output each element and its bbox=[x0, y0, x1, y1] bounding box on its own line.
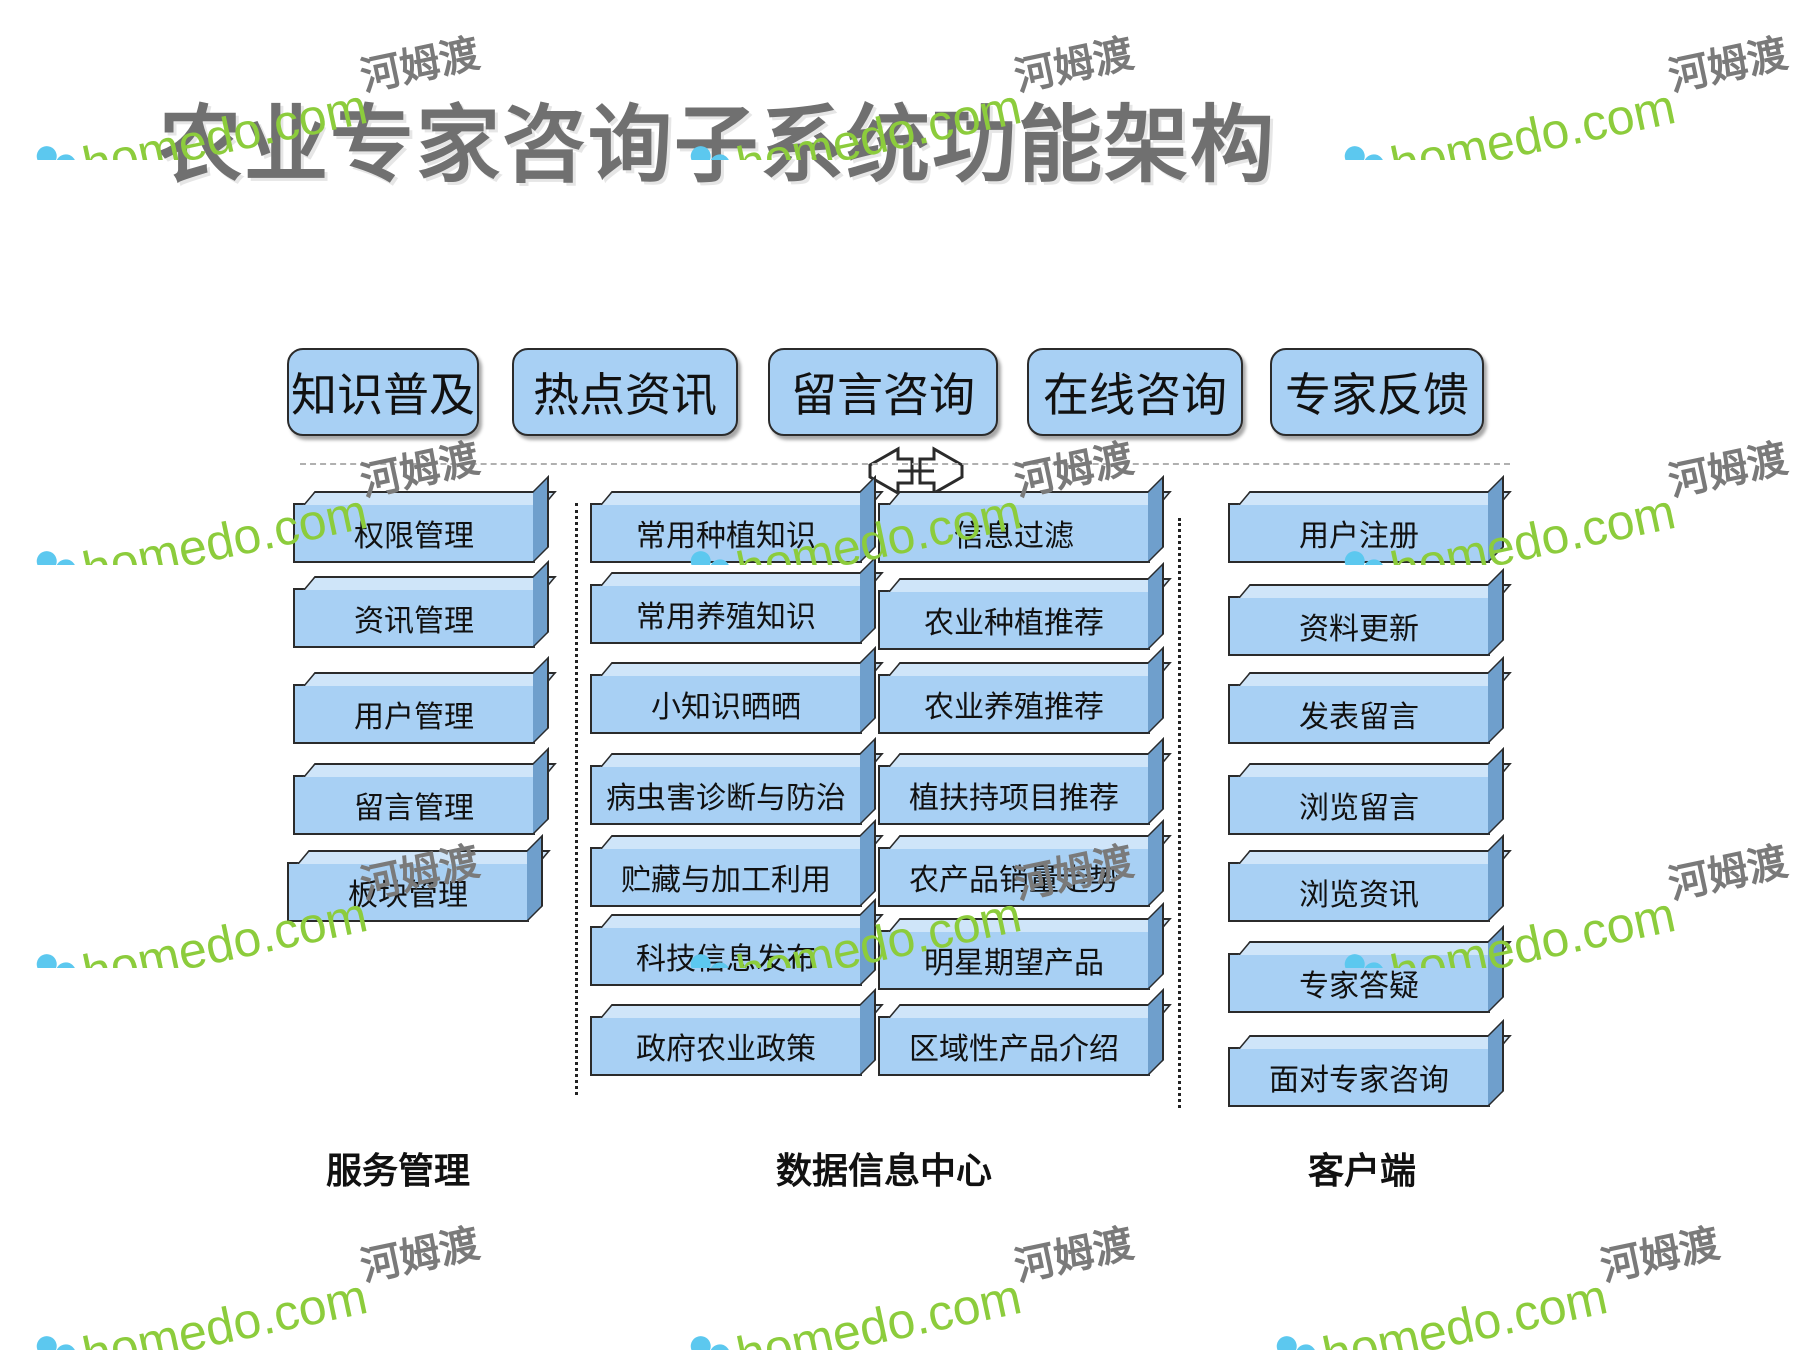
service-item-news: 资讯管理 bbox=[293, 588, 535, 648]
data-item-regional: 区域性产品介绍 bbox=[878, 1016, 1150, 1076]
data-item-breeding: 常用养殖知识 bbox=[590, 584, 862, 644]
page-title: 农业专家咨询子系统功能架构 bbox=[158, 96, 1277, 194]
data-item-tech: 科技信息发布 bbox=[590, 926, 862, 986]
divider-right bbox=[1178, 518, 1181, 1108]
client-item-browse-message: 浏览留言 bbox=[1228, 775, 1490, 835]
data-item-sales-trend: 农产品销量走势 bbox=[878, 847, 1150, 907]
flower-icon bbox=[1276, 1336, 1316, 1350]
client-item-face-expert: 面对专家咨询 bbox=[1228, 1047, 1490, 1107]
data-item-breed-rec: 农业养殖推荐 bbox=[878, 674, 1150, 734]
flower-icon bbox=[36, 551, 76, 565]
watermark: homedo.com 河姆渡 bbox=[1344, 31, 1792, 160]
column-label-data-center: 数据信息中心 bbox=[776, 1151, 993, 1192]
module-message-consult: 留言咨询 bbox=[768, 348, 998, 436]
client-item-profile: 资料更新 bbox=[1228, 596, 1490, 656]
service-item-message: 留言管理 bbox=[293, 775, 535, 835]
divider-left bbox=[575, 503, 578, 1095]
data-item-storage: 贮藏与加工利用 bbox=[590, 847, 862, 907]
data-item-tips: 小知识晒晒 bbox=[590, 674, 862, 734]
flower-icon bbox=[36, 146, 76, 160]
svg-text:homedo.com: homedo.com bbox=[1386, 78, 1680, 160]
separator-dashed-line bbox=[300, 463, 1510, 465]
module-knowledge: 知识普及 bbox=[287, 348, 479, 436]
data-item-planting: 常用种植知识 bbox=[590, 503, 862, 563]
data-item-star-product: 明星期望产品 bbox=[878, 930, 1150, 990]
flower-icon bbox=[690, 1336, 730, 1350]
column-label-client: 客户端 bbox=[1308, 1151, 1417, 1192]
svg-text:河姆渡: 河姆渡 bbox=[1597, 1221, 1724, 1291]
svg-text:河姆渡: 河姆渡 bbox=[1011, 1221, 1138, 1291]
watermark: homedo.com 河姆渡 bbox=[1276, 1221, 1724, 1350]
svg-text:河姆渡: 河姆渡 bbox=[1665, 839, 1792, 909]
client-item-browse-news: 浏览资讯 bbox=[1228, 862, 1490, 922]
data-item-policy: 政府农业政策 bbox=[590, 1016, 862, 1076]
data-item-project-rec: 植扶持项目推荐 bbox=[878, 765, 1150, 825]
module-expert-feedback: 专家反馈 bbox=[1270, 348, 1484, 436]
module-hot-news: 热点资讯 bbox=[512, 348, 738, 436]
data-item-pest: 病虫害诊断与防治 bbox=[590, 765, 862, 825]
up-down-arrow-icon bbox=[868, 446, 964, 496]
service-item-user: 用户管理 bbox=[293, 684, 535, 744]
flower-icon bbox=[36, 954, 76, 968]
watermark: homedo.com 河姆渡 bbox=[690, 1221, 1138, 1350]
client-item-post-message: 发表留言 bbox=[1228, 684, 1490, 744]
client-item-expert-qa: 专家答疑 bbox=[1228, 953, 1490, 1013]
module-online-consult: 在线咨询 bbox=[1027, 348, 1243, 436]
column-label-service: 服务管理 bbox=[326, 1151, 471, 1192]
svg-text:homedo.com: homedo.com bbox=[732, 1268, 1026, 1350]
data-item-filter: 信息过滤 bbox=[878, 503, 1150, 563]
svg-text:河姆渡: 河姆渡 bbox=[1665, 31, 1792, 101]
watermark: homedo.com 河姆渡 bbox=[36, 1221, 484, 1350]
flower-icon bbox=[1344, 146, 1384, 160]
svg-text:homedo.com: homedo.com bbox=[78, 1268, 372, 1350]
client-item-register: 用户注册 bbox=[1228, 503, 1490, 563]
svg-text:homedo.com: homedo.com bbox=[1318, 1268, 1612, 1350]
svg-text:河姆渡: 河姆渡 bbox=[357, 1221, 484, 1291]
service-item-board: 板块管理 bbox=[287, 862, 529, 922]
svg-text:河姆渡: 河姆渡 bbox=[1665, 436, 1792, 506]
data-item-plant-rec: 农业种植推荐 bbox=[878, 590, 1150, 650]
service-item-permission: 权限管理 bbox=[293, 503, 535, 563]
flower-icon bbox=[36, 1336, 76, 1350]
